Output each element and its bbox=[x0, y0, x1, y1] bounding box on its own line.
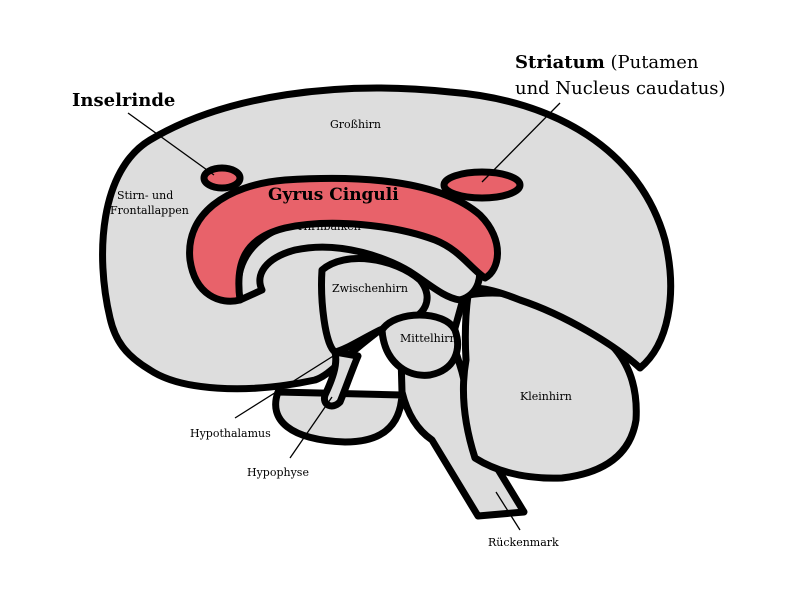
hypothalamus-leader bbox=[234, 352, 339, 419]
label-inselrinde: Inselrinde bbox=[72, 90, 175, 111]
striatum-leader bbox=[481, 102, 561, 183]
label-hypophyse: Hypophyse bbox=[247, 466, 309, 479]
label-stirn-line1: Stirn- und bbox=[117, 189, 173, 202]
label-striatum-line2: und Nucleus caudatus) bbox=[515, 78, 726, 99]
label-rueckenmark: Rückenmark bbox=[488, 536, 559, 549]
label-striatum: Striatum (Putamen bbox=[515, 52, 699, 73]
pituitary-shape bbox=[320, 348, 362, 410]
label-grosshirn: Großhirn bbox=[330, 118, 381, 131]
hypophyse-leader bbox=[289, 396, 333, 459]
label-stirn-line2: Frontallappen bbox=[110, 204, 189, 217]
inselrinde-shape bbox=[200, 164, 244, 192]
label-hypothalamus: Hypothalamus bbox=[190, 427, 271, 440]
inselrinde-leader bbox=[127, 112, 215, 176]
frontal-lobe-shape bbox=[272, 388, 406, 446]
label-hirnbalken: Hirnbalken bbox=[298, 220, 361, 233]
label-kleinhirn: Kleinhirn bbox=[520, 390, 572, 403]
label-mittelhirn: Mittelhirn bbox=[400, 332, 457, 345]
label-striatum-rest1: (Putamen bbox=[605, 52, 699, 73]
rueckenmark-leader bbox=[495, 491, 521, 531]
label-striatum-bold: Striatum bbox=[515, 52, 605, 73]
striatum-shape bbox=[440, 168, 524, 202]
gyrus-cinguli-shape bbox=[186, 174, 501, 305]
label-gyrus-cinguli: Gyrus Cinguli bbox=[268, 185, 399, 205]
midbrain-shape bbox=[378, 311, 462, 379]
label-zwischenhirn: Zwischenhirn bbox=[332, 282, 408, 295]
